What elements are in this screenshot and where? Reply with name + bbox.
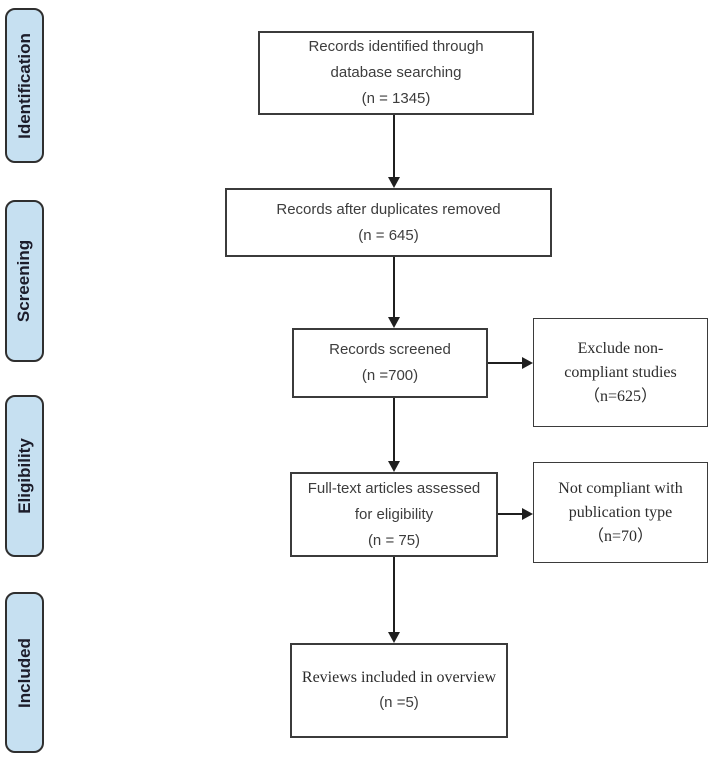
arrow-duplicates-to-screened-line — [393, 257, 395, 318]
box-duplicates-removed-line1: Records after duplicates removed — [276, 200, 501, 218]
box-duplicates-removed-count: (n = 645) — [358, 226, 419, 244]
box-records-screened-count: (n =700) — [361, 367, 419, 384]
phase-identification: Identification — [5, 8, 44, 163]
box-exclude-noncompliant-count: （n=625） — [583, 387, 658, 405]
arrow-screened-to-fulltext-head — [388, 461, 400, 472]
phase-eligibility-label: Eligibility — [14, 438, 34, 514]
phase-included: Included — [5, 592, 44, 753]
arrow-screened-to-exclude-head — [522, 357, 533, 369]
box-not-compliant-line2: publication type — [568, 503, 673, 521]
box-exclude-noncompliant-line2: compliant studies — [564, 363, 677, 381]
phase-eligibility: Eligibility — [5, 395, 44, 557]
arrow-duplicates-to-screened-head — [388, 317, 400, 328]
box-records-identified-line1: Records identified through — [308, 38, 484, 55]
box-reviews-included: Reviews included in overview (n =5) — [290, 643, 508, 738]
box-fulltext-assessed-line1: Full-text articles assessed — [307, 479, 481, 497]
box-records-identified-count: (n = 1345) — [361, 90, 431, 107]
phase-identification-label: Identification — [14, 32, 34, 139]
arrow-identified-to-duplicates-head — [388, 177, 400, 188]
phase-screening: Screening — [5, 200, 44, 362]
arrow-identified-to-duplicates-line — [393, 115, 395, 178]
arrow-fulltext-to-included-line — [393, 557, 395, 633]
box-records-identified: Records identified through database sear… — [258, 31, 534, 115]
arrow-screened-to-exclude-line — [488, 362, 522, 364]
box-records-identified-line2: database searching — [330, 64, 462, 81]
box-records-screened: Records screened (n =700) — [292, 328, 488, 398]
box-fulltext-assessed: Full-text articles assessed for eligibil… — [290, 472, 498, 557]
box-not-compliant-line1: Not compliant with — [558, 479, 683, 497]
box-fulltext-assessed-line2: for eligibility — [354, 505, 434, 523]
phase-included-label: Included — [14, 637, 34, 708]
box-duplicates-removed: Records after duplicates removed (n = 64… — [225, 188, 552, 257]
arrow-screened-to-fulltext-line — [393, 398, 395, 462]
arrow-fulltext-to-notcompliant-line — [498, 513, 522, 515]
box-not-compliant-publication: Not compliant with publication type （n=7… — [533, 462, 708, 563]
phase-screening-label: Screening — [14, 239, 34, 323]
arrow-fulltext-to-notcompliant-head — [522, 508, 533, 520]
arrow-fulltext-to-included-head — [388, 632, 400, 643]
box-fulltext-assessed-count: (n = 75) — [367, 531, 421, 549]
box-exclude-noncompliant: Exclude non- compliant studies （n=625） — [533, 318, 708, 427]
box-not-compliant-count: （n=70） — [587, 527, 654, 545]
box-records-screened-line1: Records screened — [329, 341, 451, 358]
box-exclude-noncompliant-line1: Exclude non- — [577, 339, 664, 357]
box-reviews-included-line1: Reviews included in overview — [301, 668, 497, 686]
box-reviews-included-count: (n =5) — [379, 693, 419, 711]
